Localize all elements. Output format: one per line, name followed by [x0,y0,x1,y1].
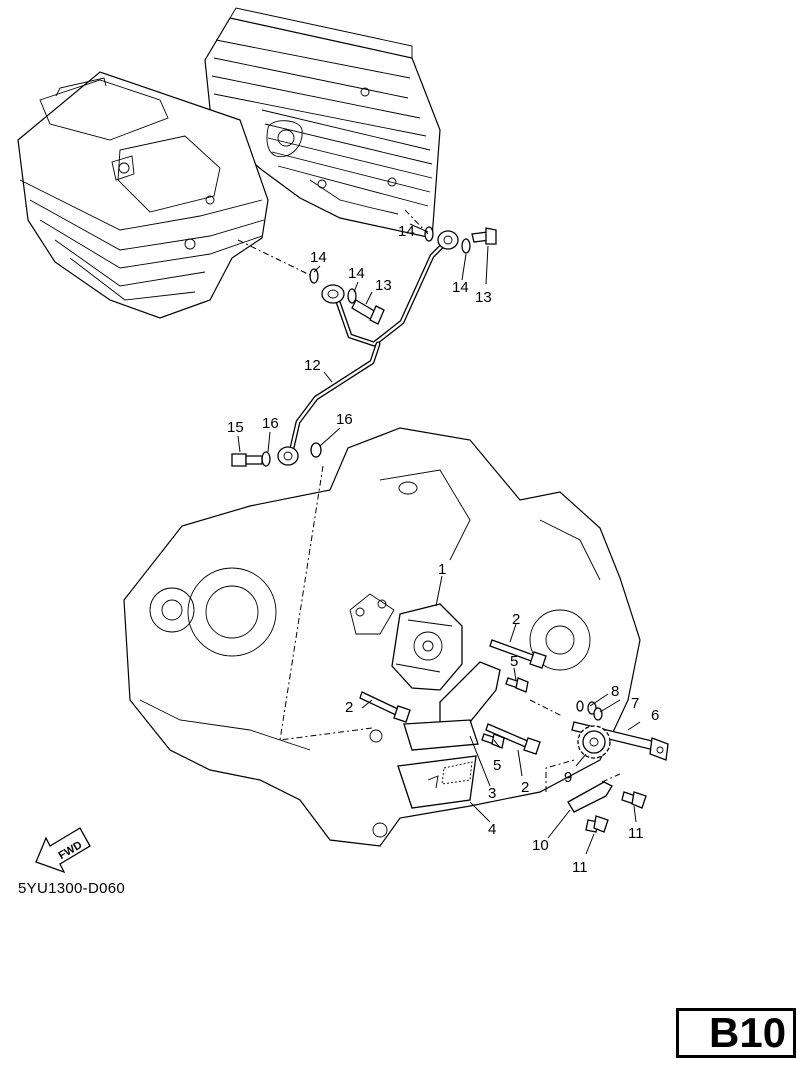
parts-diagram: 1 2 2 2 3 4 5 5 6 7 8 9 10 11 11 12 13 1… [17,7,669,876]
bolt [489,639,547,669]
oil-pipe [289,239,449,451]
callout-label: 2 [512,611,520,628]
crankcase [123,427,641,847]
bolt [485,723,541,755]
callout-label: 5 [510,653,518,670]
assembly-leaders [237,209,621,792]
callout-label: 1 [438,561,446,578]
callout-label: 8 [611,683,619,700]
circlip [593,707,603,721]
callout-label: 6 [651,707,659,724]
gasket-washer [310,442,322,458]
callout-label: 14 [348,265,365,282]
diagram-reference-code: 5YU1300-D060 [18,880,126,897]
bolt [621,791,647,809]
union-fitting-lower [277,446,299,466]
oil-pump [391,603,463,691]
screw [505,677,529,693]
union-bolt [351,299,385,325]
union-fitting-front [321,284,345,304]
callout-label: 5 [493,757,501,774]
screw [481,733,505,749]
callout-leaders [237,223,641,855]
callout-label: 16 [262,415,279,432]
bolt [359,691,411,723]
callout-label: 14 [310,249,327,266]
callout-label: 13 [375,277,392,294]
union-bolt-lower [231,453,263,467]
callout-label: 16 [336,411,353,428]
copper-washer [347,288,357,304]
fwd-arrow-icon: FWD [35,827,91,874]
copper-washer [309,268,319,284]
pin [576,700,584,712]
callout-label: 11 [628,825,644,842]
rear-cylinder-head [204,7,441,239]
copper-washer [461,238,471,254]
callout-label: 11 [572,859,588,876]
union-fitting-rear [437,230,459,250]
callout-label: 14 [398,223,415,240]
union-bolt [471,227,497,245]
callout-label: 4 [488,821,496,838]
callout-label: 15 [227,419,244,436]
oil-strainer-pickup [403,661,501,751]
callout-label: 2 [345,699,353,716]
page-tag: B10 [676,1008,796,1058]
bolt [585,815,609,833]
callout-label: 3 [488,785,496,802]
pump-drive-gear [577,725,611,759]
callout-label: 10 [532,837,549,854]
callout-label: 7 [631,695,639,712]
callout-label: 13 [475,289,492,306]
callout-label: 2 [521,779,529,796]
callout-label: 14 [452,279,469,296]
copper-washer [424,226,434,242]
front-cylinder-head [17,71,269,319]
retaining-plate [567,781,613,813]
oil-strainer [397,755,477,809]
callout-label: 9 [564,769,572,786]
callout-label: 12 [304,357,321,374]
gasket-washer [261,451,271,467]
